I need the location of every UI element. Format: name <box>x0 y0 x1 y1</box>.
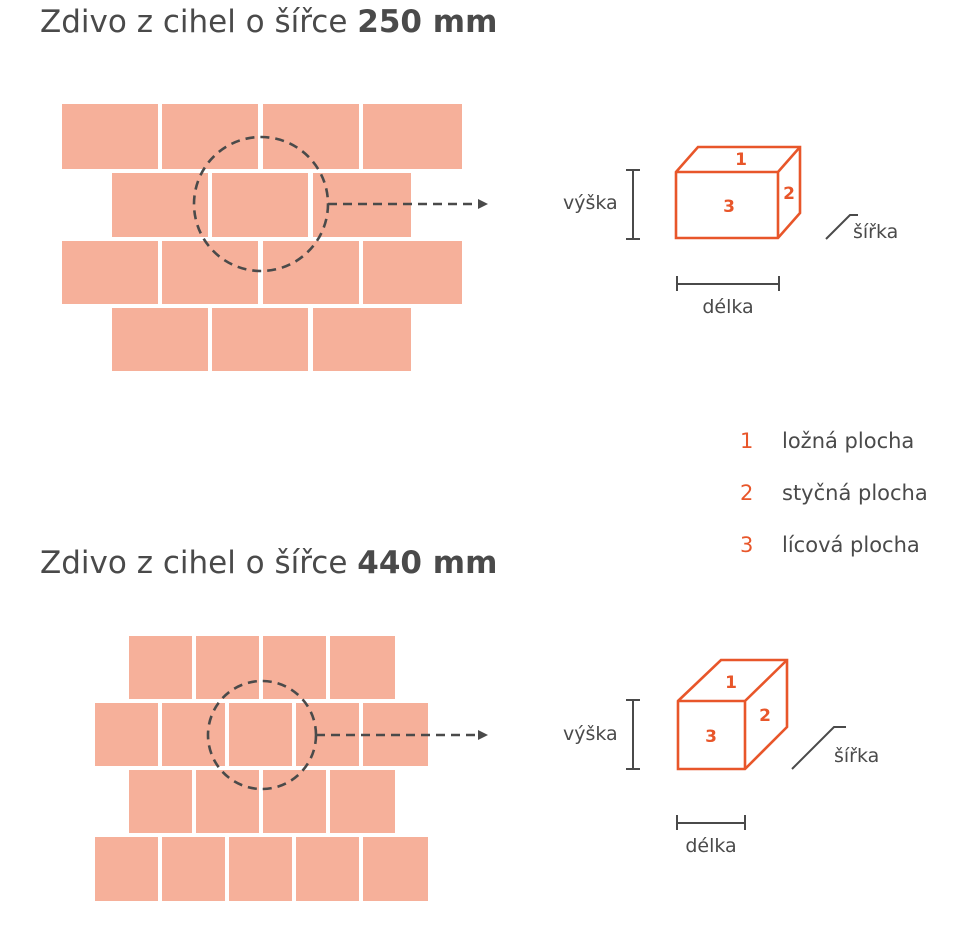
brick <box>162 104 258 169</box>
brick <box>330 770 395 833</box>
legend: 1 ložná plocha 2 styčná plocha 3 lícová … <box>740 429 928 557</box>
brick-edges <box>678 659 788 769</box>
legend-num-2: 2 <box>740 481 753 505</box>
width-label: šířka <box>834 745 879 767</box>
length-label: délka <box>702 296 753 318</box>
length-label: délka <box>685 835 736 857</box>
brick <box>112 308 208 371</box>
brick <box>313 308 411 371</box>
brick <box>95 703 158 766</box>
brick <box>296 837 359 901</box>
height-dimension-line <box>626 699 640 770</box>
brick <box>330 636 395 699</box>
face-label-bed: 1 <box>725 673 737 693</box>
brick <box>363 104 462 169</box>
length-dimension-line <box>676 276 780 291</box>
width-dimension-line <box>791 726 846 770</box>
diagram-440: Zdivo z cihel o šířce 440 mm <box>40 545 879 901</box>
brick <box>112 173 208 237</box>
legend-num-3: 3 <box>740 533 753 557</box>
brick <box>196 636 259 699</box>
diagram-250-title-prefix: Zdivo z cihel o šířce <box>40 4 347 40</box>
brick <box>263 636 326 699</box>
face-label-face: 3 <box>723 197 735 217</box>
brick <box>62 104 158 169</box>
brick <box>263 241 359 304</box>
brick-outline <box>676 658 789 771</box>
brick <box>212 308 308 371</box>
brick-edges <box>676 146 801 238</box>
face-label-bed: 1 <box>735 150 747 170</box>
legend-num-1: 1 <box>740 429 753 453</box>
height-dimension-line <box>626 169 640 240</box>
diagram-440-title: Zdivo z cihel o šířce 440 mm <box>40 545 497 581</box>
legend-text-head-face: styčná plocha <box>782 481 928 505</box>
brick <box>62 241 158 304</box>
diagram-440-title-value: 440 mm <box>357 545 497 581</box>
brick <box>229 703 292 766</box>
brick <box>129 636 192 699</box>
legend-text-bed-face: ložná plocha <box>782 429 914 453</box>
brick-box-440: 1 2 3 <box>676 658 789 771</box>
width-dimension-line <box>825 214 858 240</box>
brick <box>363 241 462 304</box>
brick-wall-440 <box>95 636 428 901</box>
diagram-440-title-prefix: Zdivo z cihel o šířce <box>40 545 347 581</box>
height-label: výška <box>563 192 618 214</box>
brick-wall-250 <box>62 104 462 371</box>
brick <box>229 837 292 901</box>
brick <box>263 104 359 169</box>
brick <box>162 703 225 766</box>
brick <box>162 837 225 901</box>
brick <box>95 837 158 901</box>
length-dimension-line <box>676 815 746 830</box>
height-label: výška <box>563 723 618 745</box>
brick <box>363 837 428 901</box>
brick <box>263 770 326 833</box>
brick <box>129 770 192 833</box>
face-label-head: 2 <box>759 706 771 726</box>
width-label: šířka <box>853 221 898 243</box>
face-label-head: 2 <box>783 184 795 204</box>
brick-outline <box>674 145 802 240</box>
brick <box>196 770 259 833</box>
brick <box>212 173 308 237</box>
brick-box-250: 1 2 3 <box>674 145 802 240</box>
face-label-face: 3 <box>705 727 717 747</box>
diagram-250-title-value: 250 mm <box>357 4 497 40</box>
diagram-250: Zdivo z cihel o šířce 250 mm výš <box>40 4 898 371</box>
diagram-250-title: Zdivo z cihel o šířce 250 mm <box>40 4 497 40</box>
brick <box>162 241 258 304</box>
legend-text-front-face: lícová plocha <box>782 533 920 557</box>
